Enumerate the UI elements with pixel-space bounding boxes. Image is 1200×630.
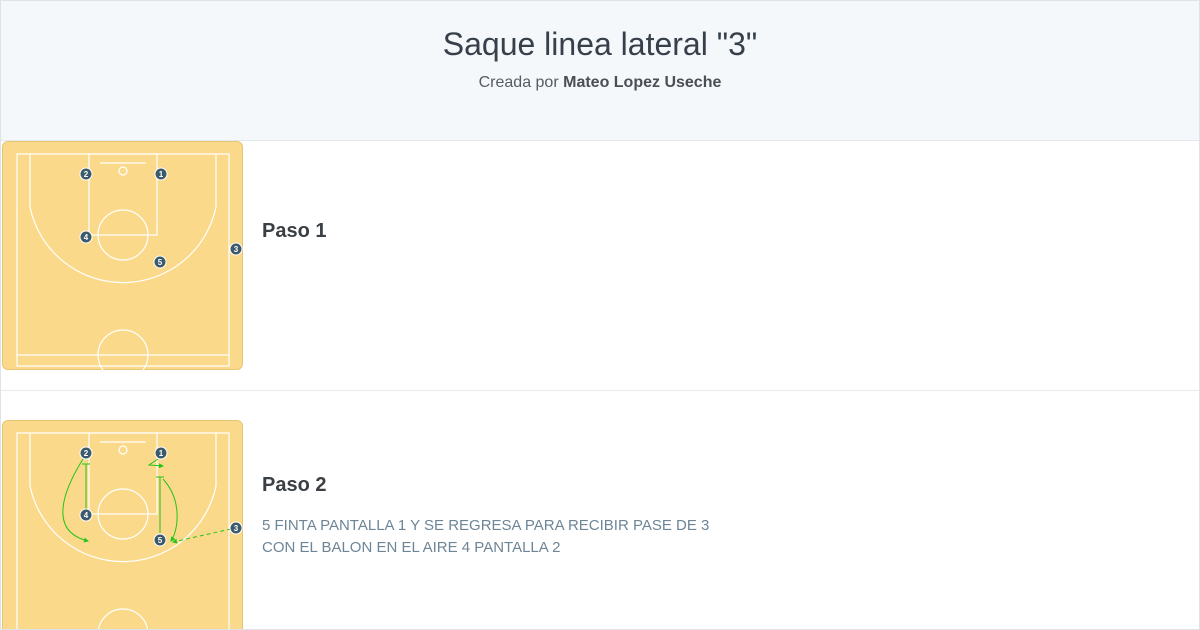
player-1[interactable]: 1 [154, 446, 168, 460]
court-lines [16, 153, 230, 381]
player-3[interactable]: 3 [229, 521, 243, 535]
court-svg-step-1: 1 2 3 4 5 [16, 153, 243, 381]
player-label: 5 [158, 258, 163, 267]
court-svg-step-2: 1 2 3 4 5 [16, 432, 243, 629]
court-lines [16, 432, 230, 629]
step-2-title: Paso 2 [262, 474, 327, 496]
players: 1 2 3 4 5 [79, 446, 243, 547]
player-label: 2 [84, 170, 89, 179]
player-label: 1 [159, 170, 164, 179]
description-line: 5 FINTA PANTALLA 1 Y SE REGRESA PARA REC… [262, 517, 710, 534]
cut-arrow-player-2 [62, 458, 89, 543]
return-arrow-player-5 [162, 478, 178, 542]
player-3[interactable]: 3 [229, 242, 243, 256]
movement-lines [62, 458, 232, 544]
step-1-title: Paso 1 [262, 220, 327, 242]
author-byline: Creada por Mateo Lopez Useche [1, 74, 1199, 92]
pass-arrow-3-to-5 [172, 528, 232, 544]
court-diagram-step-2[interactable]: 1 2 3 4 5 [2, 420, 243, 629]
player-label: 3 [234, 245, 239, 254]
player-2[interactable]: 2 [79, 446, 93, 460]
player-4[interactable]: 4 [79, 230, 93, 244]
player-5[interactable]: 5 [153, 533, 167, 547]
description-line: CON EL BALON EN EL AIRE 4 PANTALLA 2 [262, 539, 561, 556]
created-by-label: Creada por [478, 74, 559, 91]
move-arrow-player-1 [147, 458, 164, 469]
player-4[interactable]: 4 [79, 508, 93, 522]
player-1[interactable]: 1 [154, 167, 168, 181]
player-5[interactable]: 5 [153, 255, 167, 269]
player-label: 5 [158, 536, 163, 545]
player-label: 2 [84, 449, 89, 458]
player-label: 4 [84, 233, 89, 242]
player-label: 4 [84, 511, 89, 520]
court-diagram-step-1[interactable]: 1 2 3 4 5 [2, 141, 243, 381]
author-name[interactable]: Mateo Lopez Useche [563, 74, 722, 91]
player-2[interactable]: 2 [79, 167, 93, 181]
player-label: 3 [234, 524, 239, 533]
players: 1 2 3 4 5 [79, 167, 243, 269]
step-2-description: 5 FINTA PANTALLA 1 Y SE REGRESA PARA REC… [262, 515, 709, 559]
step-1: 1 2 3 4 5 [1, 141, 1199, 391]
play-header: Saque linea lateral "3" Creada por Mateo… [1, 1, 1199, 141]
play-title: Saque linea lateral "3" [442, 26, 758, 62]
step-2: 1 2 3 4 5 [1, 391, 1199, 629]
player-label: 1 [159, 449, 164, 458]
